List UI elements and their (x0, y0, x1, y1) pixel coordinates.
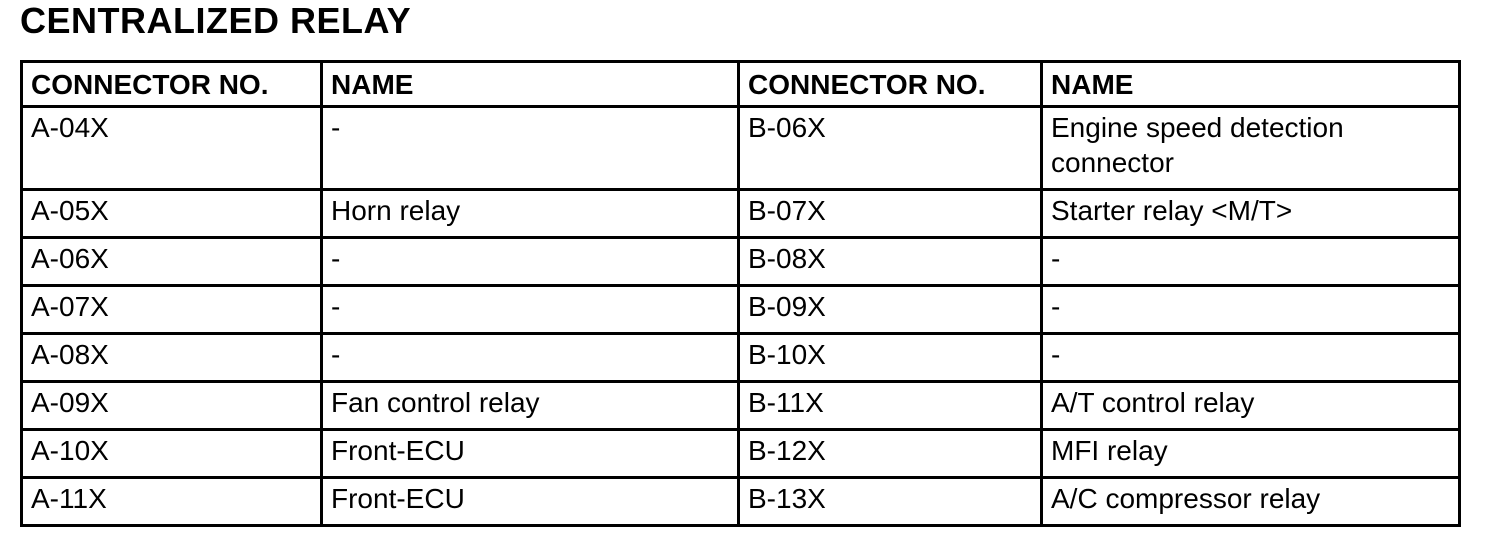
cell-name: - (320, 332, 740, 383)
cell-name: Horn relay (320, 188, 740, 239)
table-header-row: CONNECTOR NO. NAME CONNECTOR NO. NAME (20, 60, 1461, 108)
cell-name: - (320, 105, 740, 191)
cell-name: Front-ECU (320, 476, 740, 527)
table-row: A-07X - B-09X - (20, 284, 1461, 335)
cell-connector-no: A-06X (20, 236, 323, 287)
cell-connector-no: A-07X (20, 284, 323, 335)
table-row: A-06X - B-08X - (20, 236, 1461, 287)
table-row: A-09X Fan control relay B-11X A/T contro… (20, 380, 1461, 431)
cell-connector-no: B-11X (737, 380, 1043, 431)
header-name-right: NAME (1040, 60, 1461, 108)
table-row: A-05X Horn relay B-07X Starter relay <M/… (20, 188, 1461, 239)
table-row: A-11X Front-ECU B-13X A/C compressor rel… (20, 476, 1461, 527)
cell-connector-no: A-05X (20, 188, 323, 239)
table-row: A-04X - B-06X Engine speed detection con… (20, 105, 1461, 191)
header-connector-no-left: CONNECTOR NO. (20, 60, 323, 108)
cell-name: - (1040, 236, 1461, 287)
cell-name: - (320, 236, 740, 287)
cell-name: - (320, 284, 740, 335)
cell-connector-no: B-10X (737, 332, 1043, 383)
table-row: A-10X Front-ECU B-12X MFI relay (20, 428, 1461, 479)
cell-connector-no: A-10X (20, 428, 323, 479)
cell-connector-no: A-09X (20, 380, 323, 431)
page-title: CENTRALIZED RELAY (20, 0, 412, 41)
header-name-left: NAME (320, 60, 740, 108)
centralized-relay-table: CONNECTOR NO. NAME CONNECTOR NO. NAME A-… (20, 60, 1461, 527)
cell-name: - (1040, 284, 1461, 335)
cell-connector-no: A-08X (20, 332, 323, 383)
cell-name: Front-ECU (320, 428, 740, 479)
cell-connector-no: A-11X (20, 476, 323, 527)
cell-name: - (1040, 332, 1461, 383)
cell-connector-no: B-08X (737, 236, 1043, 287)
cell-name: A/T control relay (1040, 380, 1461, 431)
cell-name: A/C compressor relay (1040, 476, 1461, 527)
cell-connector-no: B-09X (737, 284, 1043, 335)
cell-connector-no: B-13X (737, 476, 1043, 527)
cell-connector-no: B-12X (737, 428, 1043, 479)
header-connector-no-right: CONNECTOR NO. (737, 60, 1043, 108)
cell-connector-no: B-06X (737, 105, 1043, 191)
cell-connector-no: B-07X (737, 188, 1043, 239)
cell-name: MFI relay (1040, 428, 1461, 479)
table-row: A-08X - B-10X - (20, 332, 1461, 383)
cell-name: Fan control relay (320, 380, 740, 431)
cell-name: Engine speed detection connector (1040, 105, 1461, 191)
cell-name: Starter relay <M/T> (1040, 188, 1461, 239)
cell-connector-no: A-04X (20, 105, 323, 191)
